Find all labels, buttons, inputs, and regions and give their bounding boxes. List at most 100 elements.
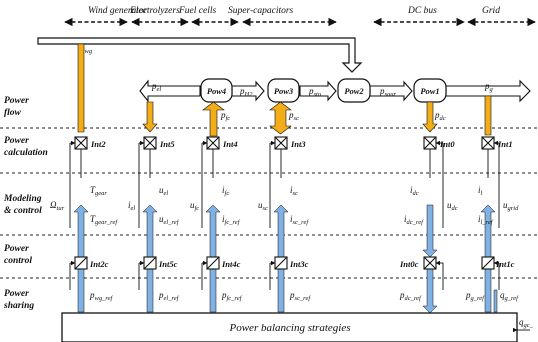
int5-label: Int5: [159, 139, 175, 149]
modeling-signals-top: Tgear uel ifc isc idc il: [90, 185, 483, 197]
label-p-el: pel: [151, 81, 161, 93]
arrow-p-dc-ref: [422, 268, 438, 314]
signal-lines: [69, 140, 500, 290]
arrow-grid-calc: [484, 95, 492, 136]
label-i-l: il: [478, 185, 483, 197]
arrow-p-g-ref: [484, 268, 492, 313]
label-t-gear-ref: Tgear_ref: [90, 214, 118, 226]
arrow-sc-calc: [269, 101, 292, 135]
label-p-el-ref: pel_ref: [158, 290, 180, 302]
reference-signal-labels: Tgear_ref uel_ref ifc_ref isc_ref idc_re…: [90, 214, 494, 226]
label-i-fc-ref: ifc_ref: [222, 214, 241, 226]
int0c-label: Int0c: [399, 259, 419, 269]
int3-block: [274, 136, 288, 150]
int3c-label: Int3c: [289, 259, 309, 269]
int0c-block: [423, 256, 437, 270]
int-calc-blocks: [74, 136, 495, 150]
arrow-i-l-ref: [480, 204, 496, 258]
label-u-el: uel: [159, 185, 168, 197]
arrow-u-el-ref: [142, 204, 158, 258]
int2-block: [74, 136, 88, 150]
int0-label: Int0: [439, 139, 455, 149]
label-u-sc: usc: [258, 200, 268, 212]
label-p-sc-ref: psc_ref: [289, 290, 311, 302]
pow1-label: Pow1: [420, 86, 439, 96]
int1-label: Int1: [497, 139, 513, 149]
int4c-block: [206, 256, 220, 270]
label-i-el: iel: [128, 200, 135, 212]
label-p-h2: pH2: [239, 86, 253, 98]
power-balancing-strategies-label: Power balancing strategies: [229, 322, 351, 334]
arrow-wind-calc: [77, 43, 85, 133]
arrow-p-wg-ref: [77, 268, 85, 313]
label-t-gear: Tgear: [90, 185, 107, 197]
label-p-wg-ref: pwg_ref: [89, 290, 114, 302]
pow4-label: Pow4: [207, 86, 226, 96]
arrow-fc-calc: [202, 101, 225, 137]
row-label-power-flow-2: flow: [4, 108, 22, 118]
power-calc-arrows: [77, 43, 492, 137]
int5c-block: [143, 256, 157, 270]
arrow-dc-calc: [422, 101, 438, 133]
int2-label: Int2: [90, 139, 106, 149]
label-p-dc: pdc: [434, 110, 446, 122]
label-p-fc: pfc: [220, 110, 230, 122]
label-q-g-ref: qg_ref: [500, 290, 519, 302]
row-label-power-control-1: Power: [4, 244, 29, 254]
arrow-p-sc-ref: [277, 268, 285, 313]
power-balancing-strategies-box: Power balancing strategies qgc_: [61, 312, 534, 342]
label-p-sto: psto: [308, 86, 322, 98]
arrow-t-gear-ref: [73, 204, 89, 258]
row-label-modeling-2: & control: [4, 206, 42, 216]
arrow-i-dc-ref: [422, 204, 438, 258]
modeling-signals-left: Ωtur iel ufc usc udc ugrid: [50, 200, 519, 212]
row-label-power-calc-2: calculation: [4, 148, 48, 158]
column-headers: Wind generator Electrolyzers Fuel cells …: [64, 6, 536, 27]
pow4-block: [200, 78, 233, 103]
label-u-fc: ufc: [190, 200, 199, 212]
arrow-el-calc: [142, 101, 158, 133]
label-u-dc: udc: [447, 200, 458, 212]
power-flow-chain: pel pH2 psto psour pg: [139, 79, 531, 103]
header-super-capacitors: Super-capacitors: [228, 6, 294, 16]
header-dc-bus: DC bus: [407, 6, 437, 16]
label-i-fc: ifc: [222, 185, 229, 197]
arrow-p-el-ref: [146, 268, 154, 313]
pow-blocks: Pow4 Pow3 Pow2 Pow1: [200, 78, 447, 103]
int4-block: [206, 136, 220, 150]
label-i-dc: idc: [410, 185, 419, 197]
label-u-grid: ugrid: [503, 200, 519, 212]
arrow-i-fc-ref: [205, 204, 221, 258]
int-calc-labels: Int2 Int5 Int4 Int3 Int0 Int1: [90, 139, 513, 149]
int0-block: [423, 136, 437, 150]
int5c-label: Int5c: [158, 259, 178, 269]
arrow-q-g-ref: [493, 289, 498, 313]
pow3-block: [267, 78, 300, 103]
row-label-power-control-2: control: [4, 256, 32, 266]
row-label-power-calc-1: Power: [4, 136, 29, 146]
arrow-p-fc-ref: [209, 268, 217, 313]
int3c-block: [274, 256, 288, 270]
int1c-block: [481, 256, 495, 270]
label-i-sc: isc: [290, 185, 298, 197]
label-p-fc-ref: pfc_ref: [221, 290, 243, 302]
int5-block: [143, 136, 157, 150]
int-control-labels: Int2c Int5c Int4c Int3c Int0c Int1c: [89, 259, 515, 269]
header-fuel-cells: Fuel cells: [178, 6, 216, 16]
label-p-g-ref: pg_ref: [465, 290, 485, 302]
row-label-power-flow-1: Power: [4, 96, 29, 106]
label-u-el-ref: uel_ref: [159, 214, 180, 226]
label-i-l-ref: il_ref: [478, 214, 494, 226]
label-p-sc: psc: [288, 110, 299, 122]
row-labels: Power flow Power calculation Modeling & …: [3, 96, 48, 311]
int2c-label: Int2c: [89, 259, 109, 269]
label-i-sc-ref: isc_ref: [290, 214, 309, 226]
label-q-gc: qgc_: [519, 317, 534, 329]
header-wind-generator: Wind generator: [88, 6, 148, 16]
pow3-label: Pow3: [274, 86, 294, 96]
pow2-label: Pow2: [344, 86, 364, 96]
int1c-label: Int1c: [495, 259, 515, 269]
label-p-g: pg: [484, 81, 494, 93]
arrow-i-sc-ref: [273, 204, 289, 258]
